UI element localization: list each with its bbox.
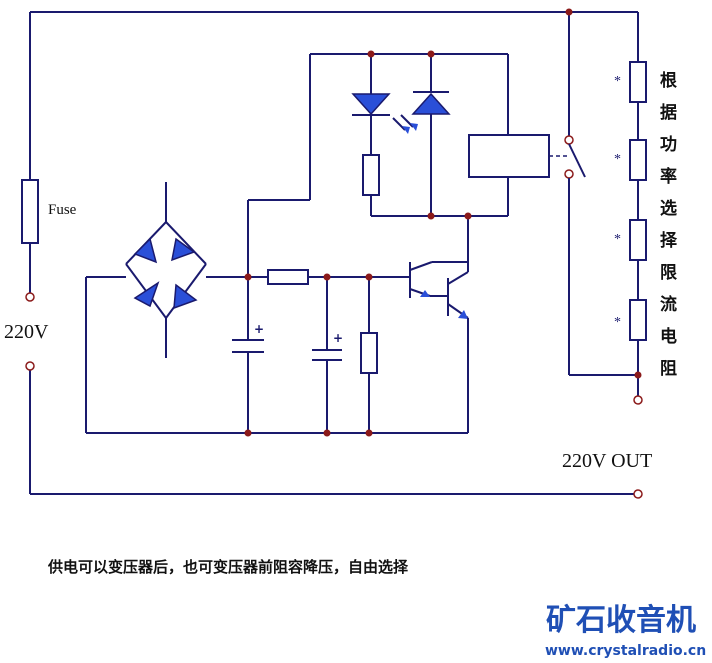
bridge-diode-2	[171, 237, 196, 262]
resistor-note: 根 据 功 率 选 择 限 流 电 阻	[660, 70, 678, 379]
resistor-note-char: 电	[660, 326, 677, 347]
input-terminal-bottom	[25, 361, 35, 371]
resistor-note-char: 流	[660, 294, 677, 315]
watermark-url: www.crystalradio.cn	[545, 643, 706, 659]
resistor-note-char: 择	[660, 230, 678, 251]
led	[351, 93, 391, 116]
output-voltage-label: 220V OUT	[562, 450, 652, 472]
limit-resistor-4-mark: *	[614, 315, 621, 330]
supply-note: 供电可以变压器后，也可变压器前阻容降压，自由选择	[47, 558, 409, 576]
photodiode	[411, 92, 451, 115]
limit-resistor-2	[629, 139, 647, 181]
limiting-resistors: * * * *	[614, 12, 647, 396]
input-wiring	[29, 11, 638, 495]
cap1-plus: +	[254, 322, 264, 336]
fuse-label: Fuse	[48, 202, 77, 218]
junction-dots	[244, 8, 642, 437]
watermark-name: 矿石收音机	[546, 603, 696, 638]
resistor-note-char: 率	[660, 166, 677, 187]
output-terminal-bottom	[633, 489, 643, 499]
limit-resistor-1	[629, 61, 647, 103]
resistor-note-char: 选	[660, 199, 677, 219]
output-terminal-top	[633, 395, 643, 405]
bridge-rectifier	[85, 182, 248, 433]
relay-contact-common	[564, 135, 574, 145]
series-resistor	[267, 269, 309, 285]
relay-contact-no	[564, 169, 574, 179]
bridge-diode-1	[133, 237, 158, 264]
bridge-diode-4	[173, 283, 198, 310]
bridge-diode-3	[133, 281, 160, 308]
base-resistor	[360, 332, 378, 374]
resistor-note-char: 根	[660, 70, 677, 91]
limit-resistor-4	[629, 299, 647, 341]
resistor-note-char: 功	[660, 135, 677, 155]
limit-resistor-2-mark: *	[614, 152, 621, 167]
darlington-transistor	[409, 261, 469, 433]
resistor-note-char: 阻	[660, 359, 677, 379]
relay-contact	[564, 12, 638, 376]
fuse	[21, 179, 39, 244]
relay-coil	[468, 134, 550, 178]
led-resistor	[362, 154, 380, 196]
upper-network	[248, 53, 568, 262]
limit-resistor-3-mark: *	[614, 232, 621, 247]
input-voltage-label: 220V	[4, 321, 49, 343]
input-terminal-top	[25, 292, 35, 302]
resistor-note-char: 限	[660, 263, 677, 283]
resistor-note-char: 据	[660, 102, 677, 123]
limit-resistor-3	[629, 219, 647, 261]
filter-network: + +	[86, 200, 468, 434]
limit-resistor-1-mark: *	[614, 74, 621, 89]
cap2-plus: +	[333, 331, 343, 345]
